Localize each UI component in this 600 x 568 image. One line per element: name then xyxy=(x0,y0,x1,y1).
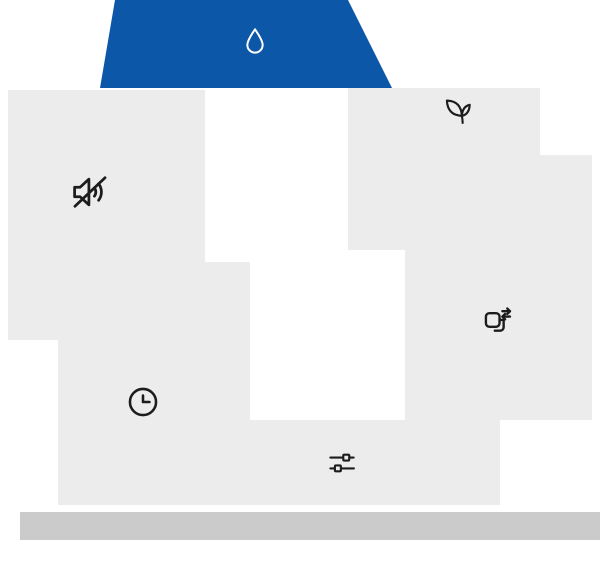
bottom-strip xyxy=(20,512,600,540)
water-banner-tab[interactable] xyxy=(100,0,392,88)
tile-options[interactable] xyxy=(205,420,500,505)
tile-source-swap[interactable] xyxy=(405,155,592,420)
sliders-icon xyxy=(325,446,359,480)
clock-icon xyxy=(125,384,161,420)
plug-swap-icon xyxy=(478,303,516,341)
speaker-mute-icon xyxy=(68,170,112,214)
water-drop-icon xyxy=(238,22,272,62)
leaf-icon xyxy=(440,94,476,130)
